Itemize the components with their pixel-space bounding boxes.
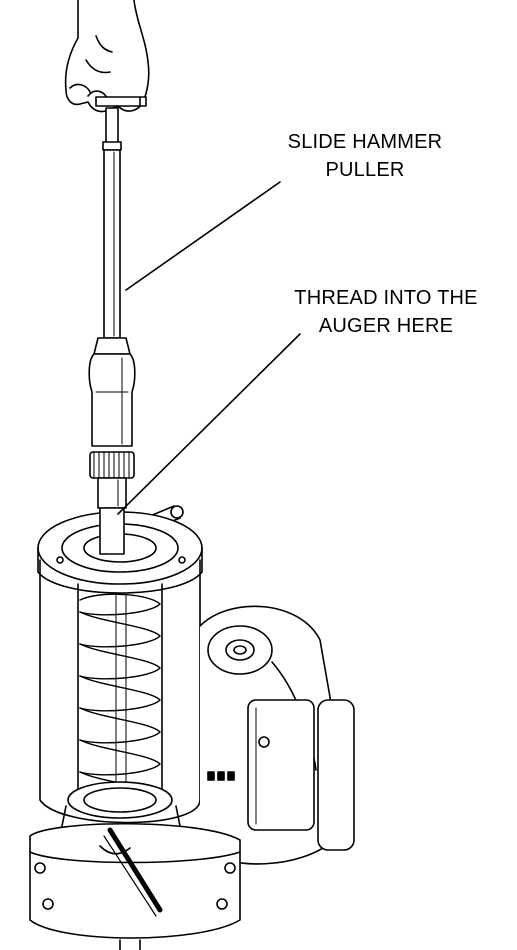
callout-slide-hammer-puller: SLIDE HAMMER PULLER: [262, 128, 468, 184]
callout-thread-line2: AUGER HERE: [318, 315, 454, 337]
slide-hammer-shaft: [102, 107, 122, 339]
slide-weight: [88, 337, 136, 447]
gear-housing: [29, 781, 241, 950]
leader-slide-hammer: [125, 181, 281, 291]
callout-thread-into-auger: THREAD INTO THE AUGER HERE: [262, 284, 510, 340]
callout-slide-hammer-line2: PULLER: [325, 159, 405, 181]
callout-thread-line1: THREAD INTO THE: [294, 287, 478, 309]
callout-slide-hammer-line1: SLIDE HAMMER: [287, 131, 443, 153]
hand: [64, 0, 150, 113]
knurled-coupling: [89, 451, 135, 509]
freezing-cylinder: [37, 507, 203, 824]
auger-spiral: [79, 593, 161, 801]
drive-motor: [199, 605, 355, 865]
leader-thread-auger: [117, 333, 301, 515]
t-handle-icon: [95, 96, 147, 107]
